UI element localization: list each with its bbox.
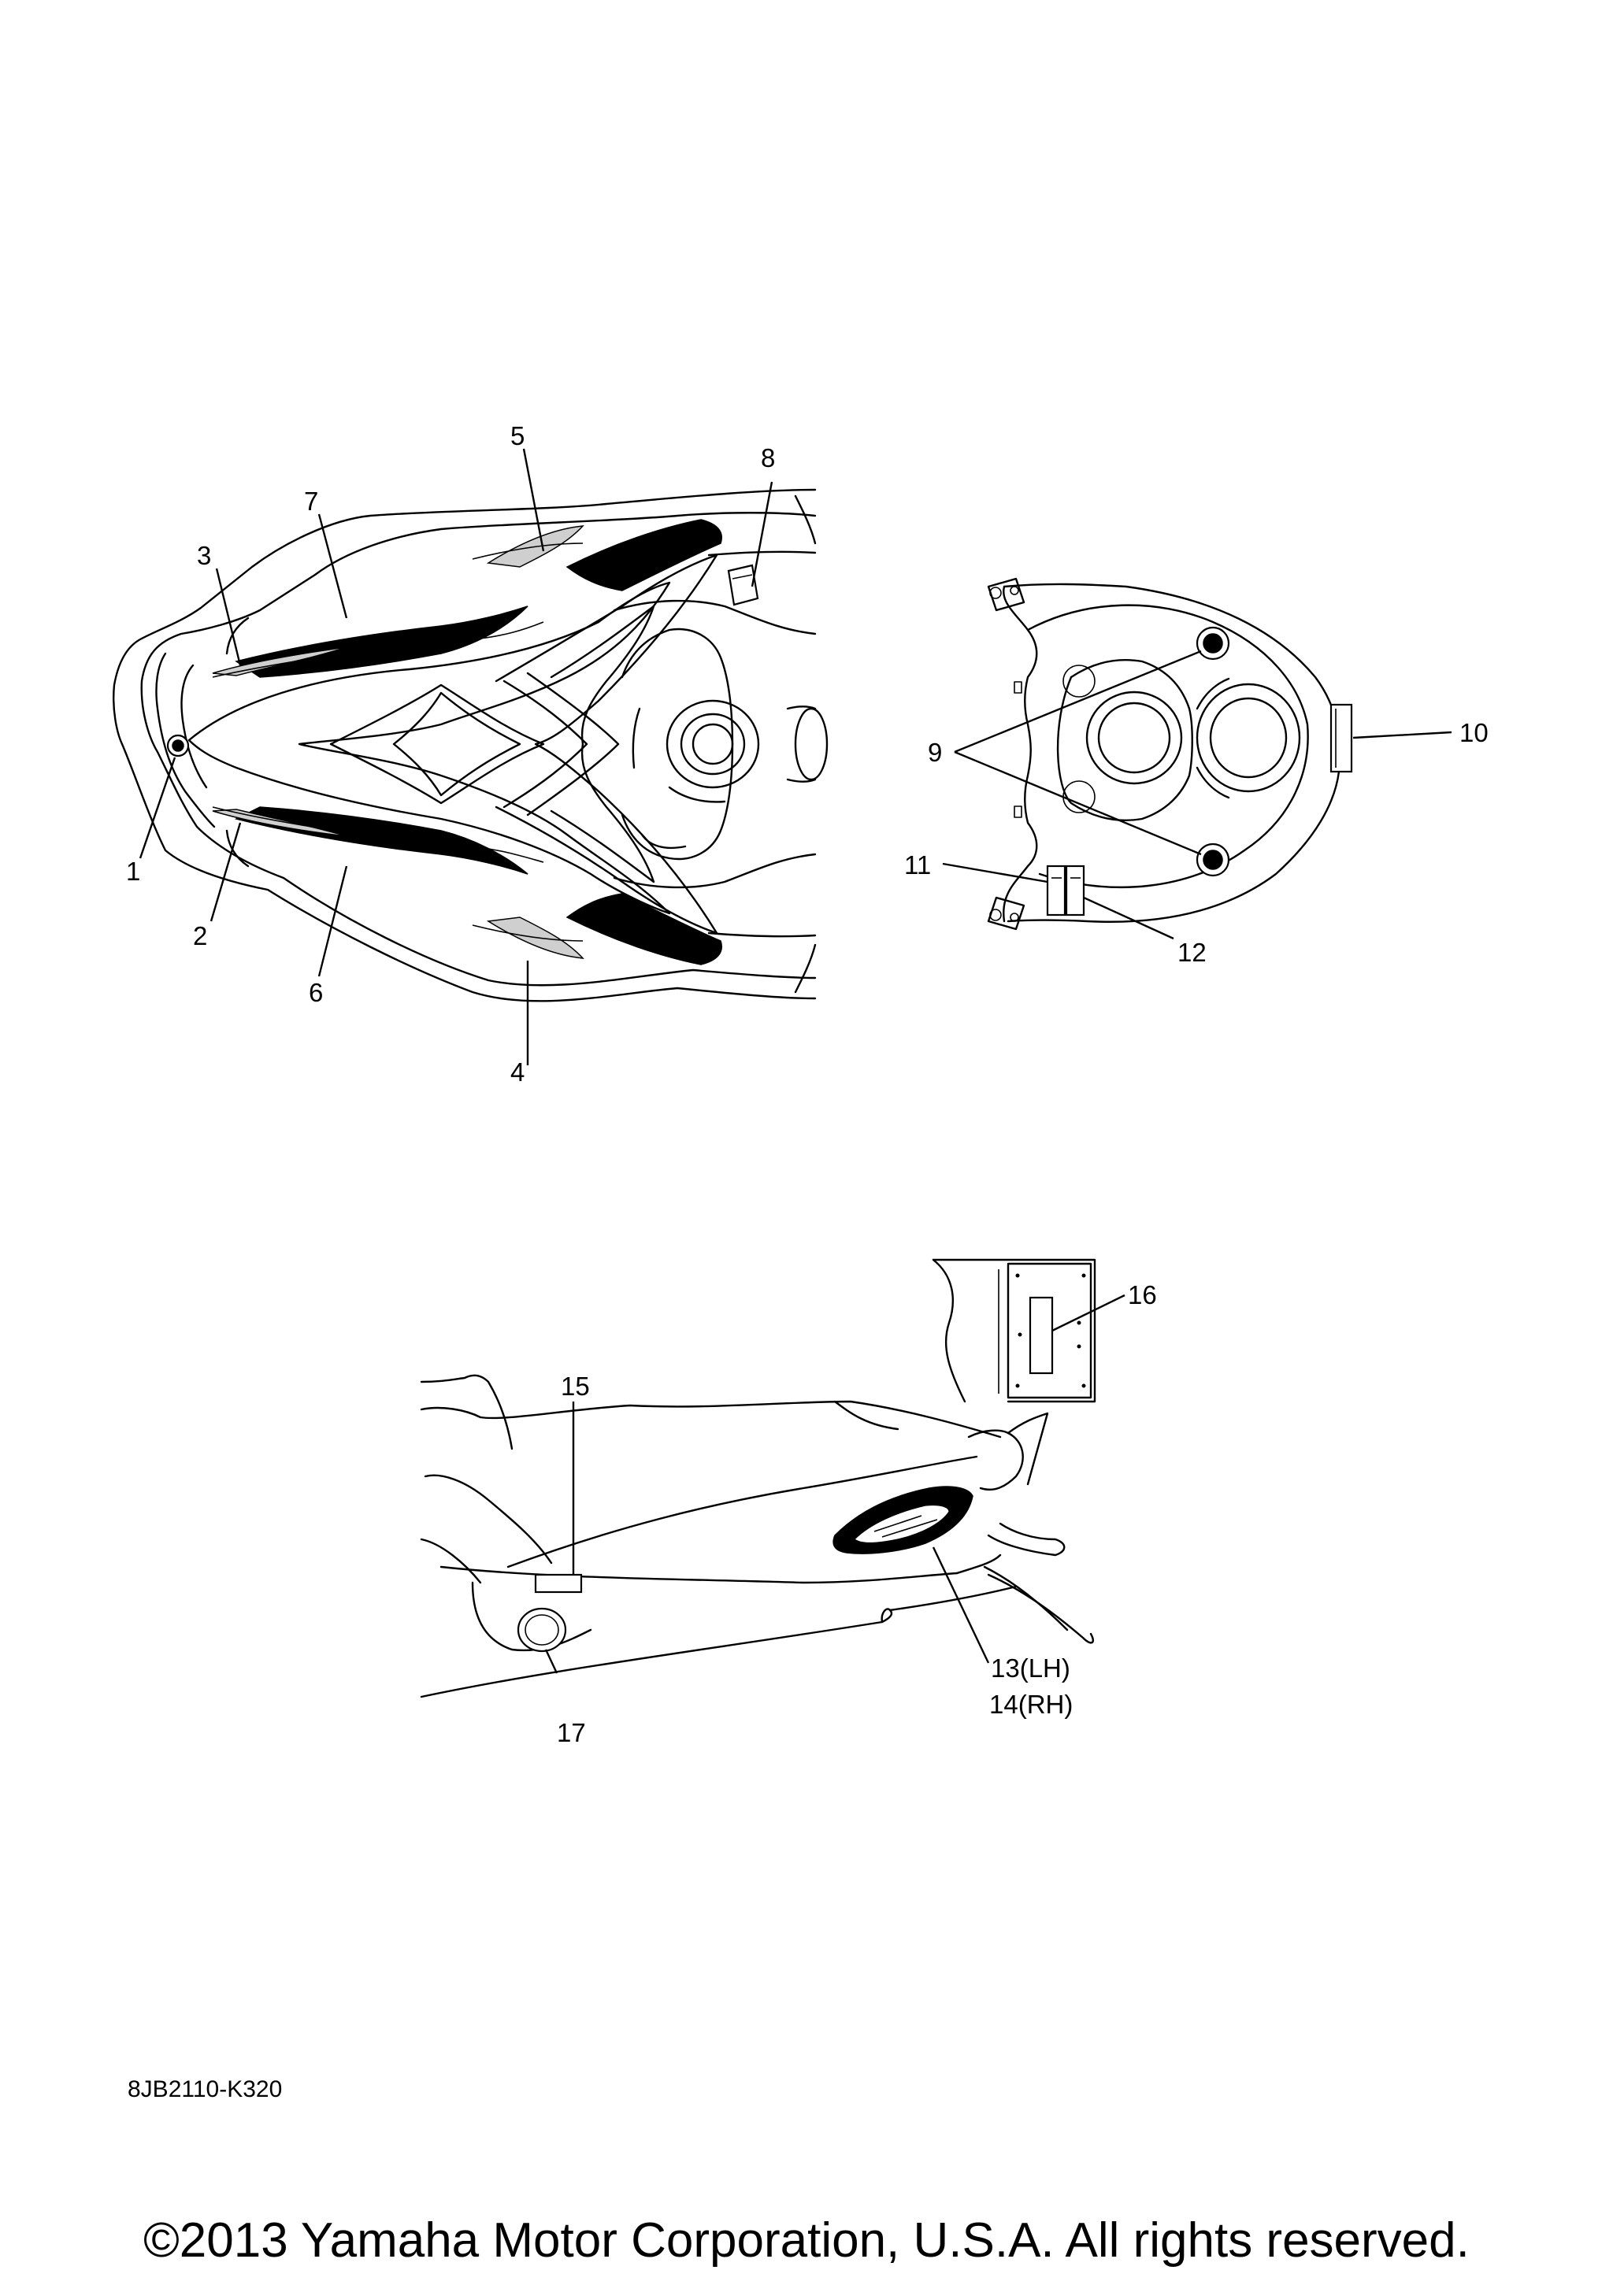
callout-13: 13(LH) (991, 1653, 1070, 1683)
copyright-notice: ©2013 Yamaha Motor Corporation, U.S.A. A… (143, 2213, 1470, 2268)
callout-15: 15 (561, 1372, 590, 1401)
callout-4: 4 (510, 1057, 525, 1087)
callout-10: 10 (1459, 718, 1489, 747)
callout-6: 6 (309, 978, 323, 1007)
callout-14: 14(RH) (989, 1690, 1073, 1719)
callout-2: 2 (193, 921, 207, 950)
hull-side-view (420, 1374, 1094, 1698)
callout-17: 17 (557, 1718, 586, 1747)
callout-12: 12 (1177, 938, 1207, 967)
callout-1: 1 (126, 857, 140, 886)
callout-5: 5 (510, 421, 525, 450)
leader-lines-deck (942, 650, 1452, 940)
callout-labels: 1 2 3 4 5 6 7 8 9 10 11 12 13(LH) 14(RH)… (126, 421, 1489, 1747)
callout-11: 11 (904, 850, 931, 880)
callout-9: 9 (928, 738, 942, 767)
callout-3: 3 (197, 541, 211, 570)
deck-top-view (987, 577, 1353, 931)
callout-8: 8 (761, 443, 775, 472)
drawing-code: 8JB2110-K320 (128, 2076, 282, 2102)
inset-panel-view (932, 1258, 1096, 1403)
leader-lines-side (544, 1294, 1125, 1674)
hood-top-view (113, 488, 829, 1002)
callout-16: 16 (1128, 1280, 1157, 1309)
callout-7: 7 (304, 487, 318, 516)
leader-lines-hood (139, 448, 773, 1065)
